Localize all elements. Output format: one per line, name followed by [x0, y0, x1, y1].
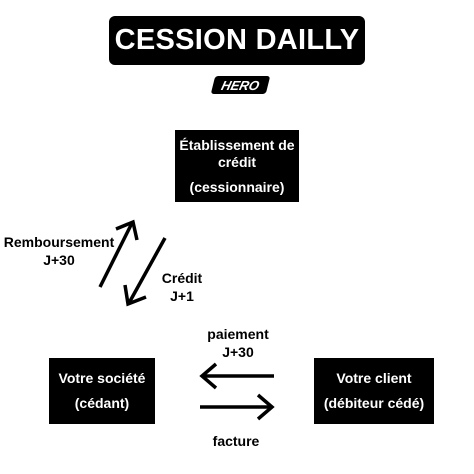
- edge-label-credit-line2: J+1: [170, 288, 194, 304]
- diagram-title: CESSION DAILLY: [109, 16, 365, 65]
- arrow-remboursement: [98, 219, 139, 288]
- diagram-title-text: CESSION DAILLY: [114, 24, 360, 56]
- arrow-facture: [200, 393, 275, 421]
- edge-label-paiement-line1: paiement: [207, 326, 269, 342]
- arrow-credit: [123, 237, 167, 307]
- edge-label-credit: Crédit J+1: [152, 269, 212, 305]
- node-company: Votre société (cédant): [49, 358, 155, 424]
- node-client-line2: (débiteur cédé): [323, 395, 425, 411]
- edge-label-facture: facture: [200, 432, 272, 450]
- edge-label-remboursement: Remboursement J+30: [0, 233, 118, 269]
- edge-label-credit-line1: Crédit: [161, 270, 203, 286]
- edge-label-paiement-line2: J+30: [222, 344, 254, 360]
- node-bank-line1: Établissement de: [179, 136, 295, 153]
- edge-label-facture-line1: facture: [212, 433, 260, 449]
- node-bank-line3: (cessionnaire): [189, 178, 285, 195]
- edge-label-remboursement-line2: J+30: [43, 252, 75, 268]
- node-client-line1: Votre client: [336, 370, 412, 386]
- arrow-paiement: [199, 362, 274, 390]
- node-company-line1: Votre société: [58, 370, 146, 386]
- node-client: Votre client (débiteur cédé): [314, 358, 434, 424]
- node-bank: Établissement de crédit (cessionnaire): [175, 130, 299, 202]
- edge-label-remboursement-line1: Remboursement: [3, 234, 115, 250]
- node-bank-line2: crédit: [217, 153, 257, 170]
- node-company-line2: (cédant): [74, 395, 130, 411]
- edge-label-paiement: paiement J+30: [196, 325, 280, 361]
